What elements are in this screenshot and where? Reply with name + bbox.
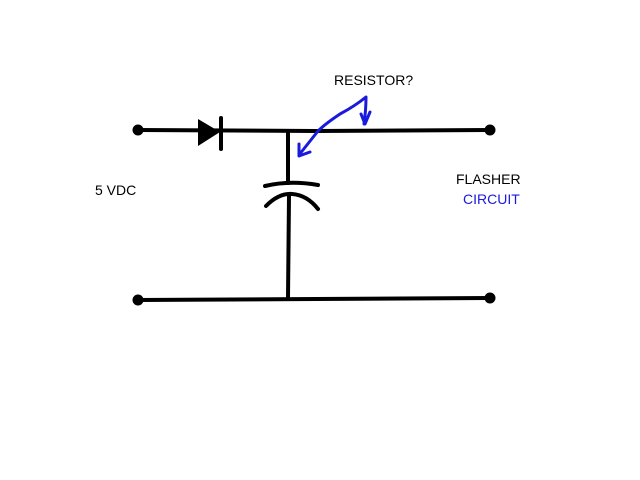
top-wire [136, 128, 492, 134]
circuit-label: CIRCUIT [463, 191, 520, 207]
terminal-top-right [484, 124, 496, 136]
diode-symbol [198, 116, 223, 151]
arrow-head-top [359, 110, 372, 126]
resistor-annotation-arrow [297, 95, 372, 158]
bottom-wire [136, 296, 492, 302]
capacitor-plate-bottom [264, 191, 320, 211]
capacitor-lower-lead [286, 194, 291, 300]
arrow-head-bottom [297, 142, 312, 158]
terminal-top-left [132, 124, 144, 136]
arrow-squiggle [297, 95, 368, 157]
resistor-annotation-label: RESISTOR? [334, 72, 414, 88]
capacitor-plate-top [263, 180, 320, 188]
wires [136, 128, 492, 302]
capacitor-symbol [263, 180, 320, 211]
terminal-bottom-right [484, 292, 496, 304]
terminal-bottom-left [132, 294, 144, 306]
terminals [132, 124, 496, 306]
supply-voltage-label: 5 VDC [95, 182, 137, 198]
flasher-label: FLASHER [456, 171, 521, 187]
diode-triangle [198, 119, 220, 146]
